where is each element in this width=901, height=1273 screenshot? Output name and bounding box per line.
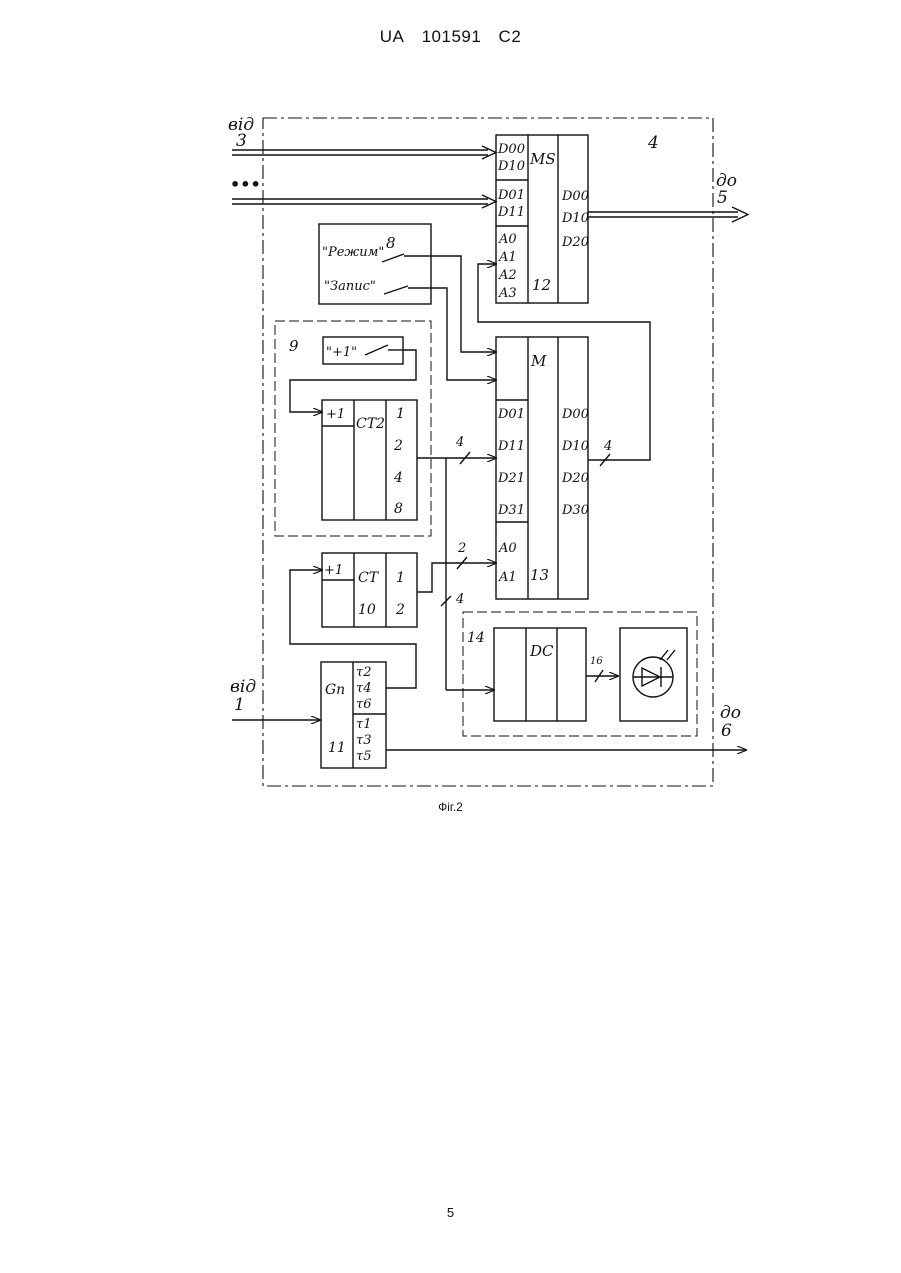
generator-out-b2: τ5 — [356, 749, 371, 764]
switch-block-num: 8 — [386, 234, 396, 252]
from-1-word: від — [230, 677, 256, 697]
memory-in-1: D11 — [497, 439, 525, 454]
bus-m-ms-label: 4 — [603, 439, 612, 454]
counter-group-num: 9 — [289, 337, 299, 355]
generator-out-a2: τ6 — [356, 697, 371, 712]
generator-title: Gn — [325, 682, 345, 698]
mux-num: 12 — [532, 276, 551, 294]
mux-in-1: D10 — [497, 159, 525, 174]
mux-addr-1: A1 — [498, 250, 517, 265]
generator-num: 11 — [328, 740, 346, 756]
to-6-word: до — [720, 703, 741, 723]
switch-mode-label: "Режим" — [322, 245, 384, 260]
memory-num: 13 — [530, 566, 549, 584]
generator-out-a0: τ2 — [356, 665, 371, 680]
mux-out-2: D20 — [561, 235, 589, 250]
block-4-label: 4 — [647, 133, 659, 153]
bus-ct2-m-label: 4 — [455, 435, 464, 450]
display-boundary — [463, 612, 697, 736]
memory-out-2: D20 — [561, 471, 589, 486]
memory-title: M — [530, 352, 547, 370]
display-num: 14 — [467, 630, 485, 646]
mux-in-0: D00 — [497, 142, 525, 157]
memory-out-0: D00 — [561, 407, 589, 422]
generator-out-b1: τ3 — [356, 733, 371, 748]
to-6-num: 6 — [721, 721, 732, 741]
ellipsis: ••• — [230, 175, 261, 194]
mux-addr-3: A3 — [498, 286, 517, 301]
ct2-out-4: 4 — [393, 470, 403, 486]
ct2-input: +1 — [326, 407, 345, 422]
memory-out-3: D30 — [561, 503, 589, 518]
switch-write-label: "Запис" — [324, 279, 376, 294]
ct10-out-1: 1 — [396, 570, 405, 586]
memory-addr-1: A1 — [498, 570, 517, 585]
mux-addr-2: A2 — [498, 268, 517, 283]
ct10-num: 10 — [358, 602, 376, 618]
memory-in-3: D31 — [497, 503, 525, 518]
mux-in-3: D11 — [497, 205, 525, 220]
memory-box — [496, 337, 588, 599]
bus-ct10-m-label: 2 — [457, 541, 466, 556]
ct2-out-1: 1 — [396, 406, 405, 422]
memory-out-1: D10 — [561, 439, 589, 454]
page-number: 5 — [0, 1205, 901, 1220]
generator-out-a1: τ4 — [356, 681, 371, 696]
mux-addr-0: A0 — [498, 232, 517, 247]
figure-caption: Фіг.2 — [0, 800, 901, 814]
to-5-num: 5 — [717, 188, 728, 208]
mux-title: MS — [529, 150, 556, 168]
ct10-input: +1 — [324, 563, 343, 578]
plus-one-button-label: "+1" — [326, 345, 357, 360]
memory-in-0: D01 — [497, 407, 525, 422]
ct2-out-2: 2 — [393, 438, 403, 454]
mux-in-2: D01 — [497, 188, 525, 203]
decoder-title: DC — [529, 642, 554, 660]
memory-addr-0: A0 — [498, 541, 517, 556]
generator-out-b0: τ1 — [356, 717, 371, 732]
mux-out-1: D10 — [561, 211, 589, 226]
bus-width-label: 16 — [590, 656, 603, 667]
memory-in-2: D21 — [497, 471, 525, 486]
ct2-out-8: 8 — [394, 501, 403, 517]
mux-out-0: D00 — [561, 189, 589, 204]
ct10-title: CT — [358, 570, 380, 586]
from-3-num: 3 — [236, 131, 247, 151]
ct2-title: CT2 — [356, 416, 385, 432]
from-1-num: 1 — [234, 695, 245, 715]
bus-ct2-dc-label: 4 — [455, 592, 464, 607]
ct10-out-2: 2 — [395, 602, 405, 618]
